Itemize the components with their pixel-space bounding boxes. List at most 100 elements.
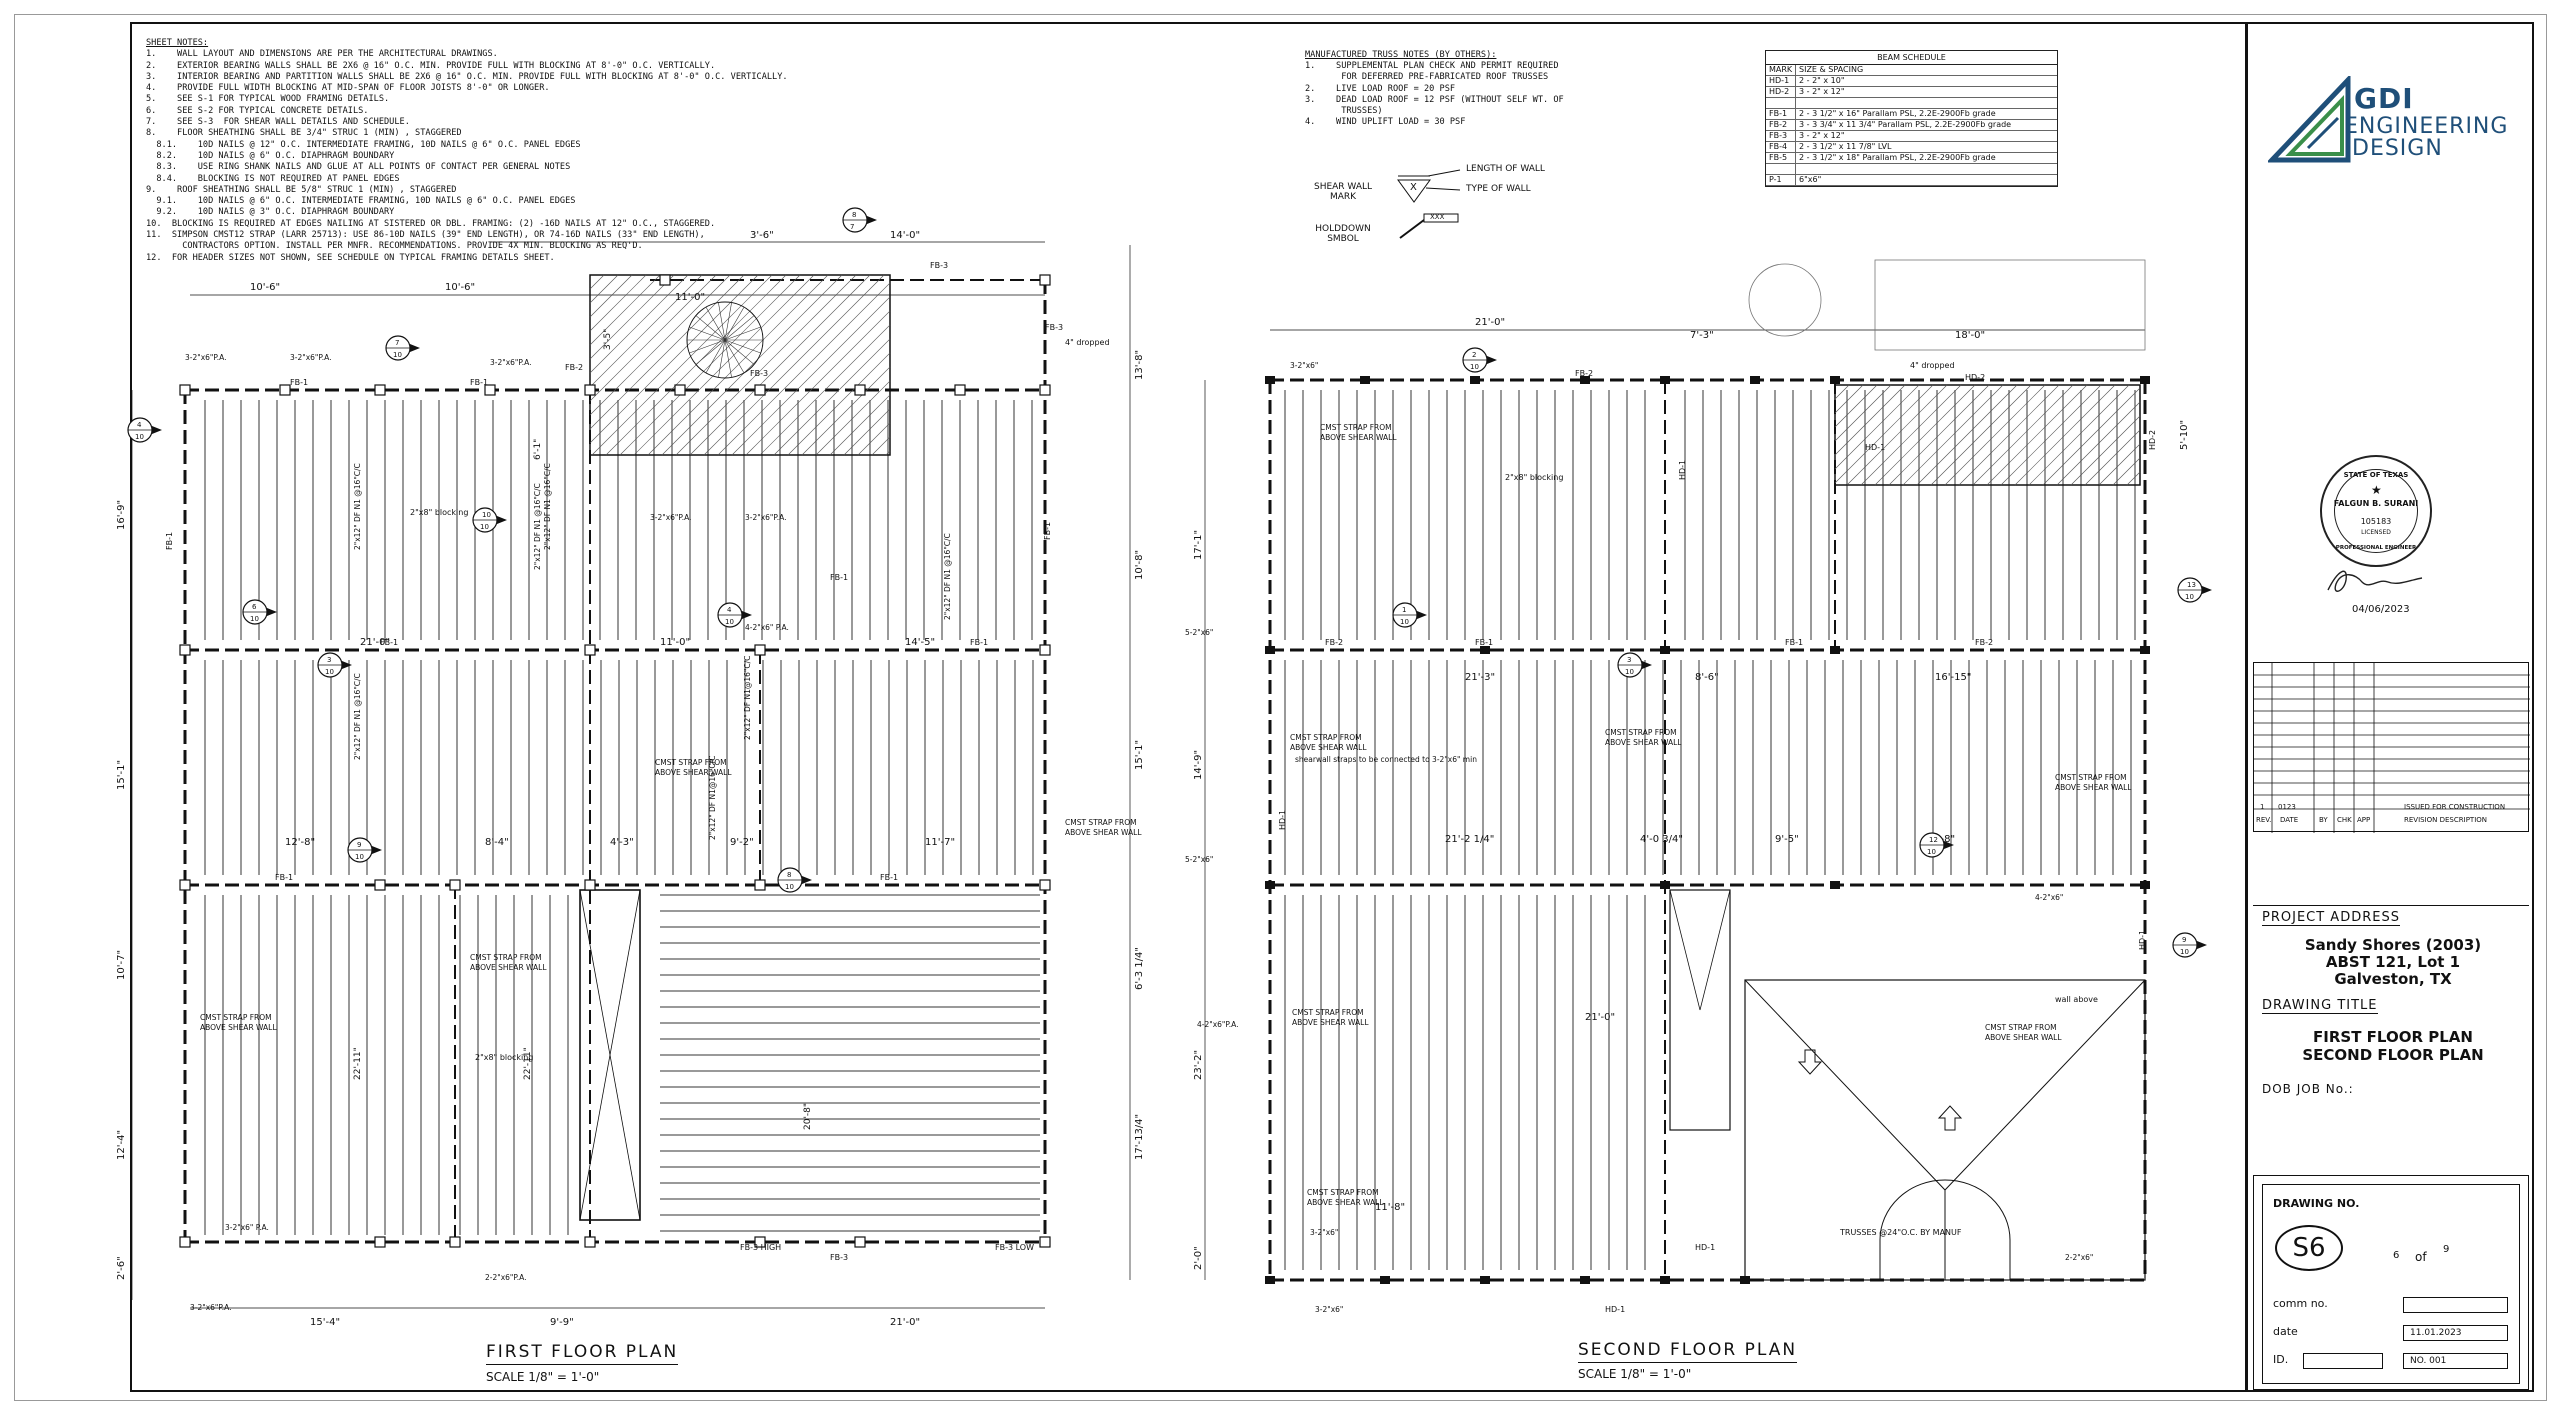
sf-hatch-line bbox=[1860, 384, 1962, 486]
ff-joist-label: 2"x12" DF N1@16"C/C bbox=[708, 756, 717, 840]
sf-post bbox=[1830, 376, 1840, 384]
ff-beam-label: FB-1 bbox=[880, 873, 898, 882]
beam-header-size: SIZE & SPACING bbox=[1799, 65, 1864, 74]
ff-dim-right: 10'-8" bbox=[1134, 550, 1145, 580]
sf-post bbox=[1265, 376, 1275, 384]
ff-beam-label: FB-3 bbox=[750, 369, 768, 378]
ff-beam-label: FB-1 bbox=[165, 532, 174, 550]
second-floor-plan-drawing: 21'-0"7'-3"18'-0"21'-3"8'-6"16'-15"21'-2… bbox=[1185, 259, 2212, 1314]
sf-post-label: 2-2"x6" bbox=[2065, 1253, 2093, 1262]
engineer-signature bbox=[2327, 570, 2423, 592]
seal-licensed: LICENSED bbox=[2361, 529, 2391, 536]
ff-callout-top: 8 bbox=[787, 871, 791, 879]
ff-strap-note: CMST STRAP FROM bbox=[200, 1013, 272, 1022]
sf-post bbox=[1480, 646, 1490, 654]
ff-beam-label: FB-3 bbox=[1045, 323, 1063, 332]
beam-schedule-row bbox=[1766, 98, 2057, 109]
logo-gdi: GDI bbox=[2354, 82, 2414, 115]
beam-header-mark: MARK bbox=[1766, 65, 1796, 75]
ff-callout-top: 9 bbox=[357, 841, 361, 849]
ff-dim-left: 12'-4" bbox=[116, 1130, 127, 1160]
ff-post bbox=[954, 384, 966, 396]
sf-beam-label: HD-2 bbox=[1965, 373, 1985, 382]
ff-joist-label: 2"x12" DF N1 @16"C/C bbox=[353, 463, 362, 550]
sf-callout-pointer bbox=[1487, 356, 1497, 364]
sf-dim-mid: 9'-5" bbox=[1775, 834, 1799, 845]
sf-strap-note: ABOVE SHEAR WALL bbox=[1307, 1198, 1384, 1207]
ff-dim-right: 15'-1" bbox=[1134, 740, 1145, 770]
ff-strap-note: CMST STRAP FROM bbox=[1065, 818, 1137, 827]
ff-stair-tread bbox=[695, 315, 726, 341]
legend-holddown-symbol: HOLDDOWN SMBOL bbox=[1315, 224, 1371, 244]
ff-post bbox=[854, 384, 866, 396]
sf-strap-note: ABOVE SHEAR WALL bbox=[1292, 1018, 1369, 1027]
sf-callout-bottom: 10 bbox=[2185, 593, 2194, 601]
truss-note-line: FOR DEFERRED PRE-FABRICATED ROOF TRUSSES bbox=[1305, 72, 1549, 83]
sheet-note-line: 10. BLOCKING IS REQUIRED AT EDGES NAILIN… bbox=[146, 218, 716, 229]
ff-post bbox=[374, 384, 386, 396]
sf-beam-label: HD-1 bbox=[1865, 443, 1885, 452]
ff-callout-top: 8 bbox=[852, 211, 856, 219]
beam-mark: FB-4 bbox=[1766, 142, 1796, 152]
ff-hatch-line bbox=[589, 274, 689, 374]
ff-beam-label: FB-3 bbox=[930, 261, 948, 270]
ff-dim-inner: 22'-11" bbox=[523, 1047, 533, 1080]
drawing-number-box: DRAWING NO. S6 6 of 9 comm no. date 11.0… bbox=[2253, 1175, 2529, 1390]
ff-dim-bottom: 9'-9" bbox=[550, 1317, 574, 1328]
sf-arrow-icon bbox=[1797, 1049, 1823, 1075]
truss-notes-heading: MANUFACTURED TRUSS NOTES (BY OTHERS): bbox=[1305, 50, 1497, 60]
seal-pe: PROFESSIONAL ENGINEER bbox=[2335, 545, 2417, 551]
seal-state: STATE OF TEXAS bbox=[2343, 471, 2409, 479]
logo-design: DESIGN bbox=[2352, 136, 2443, 161]
divider-project bbox=[2253, 905, 2529, 906]
sf-spiral-stair bbox=[1748, 263, 1822, 337]
sf-beam-label: HD-1 bbox=[2138, 930, 2147, 950]
shear-wall-legend: LENGTH OF WALL TYPE OF WALL SHEAR WALL M… bbox=[1300, 158, 1620, 248]
ff-strap-note: ABOVE SHEAR WALL bbox=[655, 768, 732, 777]
ff-hatch-line bbox=[589, 274, 647, 332]
ff-joist-label: 2"x12" DF N1@16"C/C bbox=[743, 656, 752, 740]
rev-header-desc: REVISION DESCRIPTION bbox=[2404, 816, 2487, 824]
sheet-note-line: 3. INTERIOR BEARING AND PARTITION WALLS … bbox=[146, 71, 788, 82]
comm-no-value bbox=[2403, 1297, 2508, 1313]
ff-stair-tread bbox=[724, 315, 755, 341]
drawing-title-label: DRAWING TITLE bbox=[2262, 998, 2378, 1014]
ff-post bbox=[754, 879, 766, 891]
sf-dim-top: 7'-3" bbox=[1690, 330, 1714, 341]
ff-post bbox=[854, 1236, 866, 1248]
ff-callout-pointer bbox=[372, 846, 382, 854]
ff-dim-top: 11'-0" bbox=[675, 292, 705, 303]
sf-strap-note: ABOVE SHEAR WALL bbox=[2055, 783, 2132, 792]
legend-symbols bbox=[1397, 169, 1461, 239]
ff-hatch-line bbox=[745, 310, 891, 456]
ff-post-label: 3-2"x6"P.A. bbox=[290, 353, 331, 362]
ff-dim-mid: 11'-0" bbox=[660, 637, 690, 648]
sheet-note-line: 9.2. 10D NAILS @ 3" O.C. DIAPHRAGM BOUND… bbox=[146, 207, 395, 218]
ff-dim-top: 14'-0" bbox=[890, 230, 920, 241]
seal-star-icon: ★ bbox=[2371, 483, 2382, 497]
rev-header-rev: REV. bbox=[2256, 816, 2272, 824]
ff-hatch-line bbox=[717, 282, 891, 456]
sf-post-label: 3-2"x6" bbox=[1290, 361, 1318, 370]
ff-hatch-line bbox=[871, 436, 891, 456]
ff-dim-inner: 22'-11" bbox=[353, 1047, 363, 1080]
ff-callout-top: 4 bbox=[727, 606, 732, 614]
ff-callout-bottom: 10 bbox=[135, 433, 144, 441]
sf-callout-pointer bbox=[1944, 841, 1954, 849]
ff-hatch-line bbox=[619, 274, 801, 456]
sf-stair-line bbox=[1699, 889, 1731, 1011]
ff-dim-right: 17'-13/4" bbox=[1134, 1114, 1145, 1160]
ff-post bbox=[674, 384, 686, 396]
ff-hatch-line bbox=[589, 274, 605, 290]
ff-dropped-label: 4" dropped bbox=[1065, 338, 1110, 347]
sf-post bbox=[1750, 376, 1760, 384]
sf-post bbox=[1470, 376, 1480, 384]
beam-schedule-title: BEAM SCHEDULE bbox=[1766, 51, 2057, 65]
ff-hatch-line bbox=[815, 380, 891, 456]
sf-callout-top: 12 bbox=[1929, 836, 1938, 844]
sf-hatch-line bbox=[1834, 384, 1906, 456]
ff-beam-label: FB-1 bbox=[970, 638, 988, 647]
